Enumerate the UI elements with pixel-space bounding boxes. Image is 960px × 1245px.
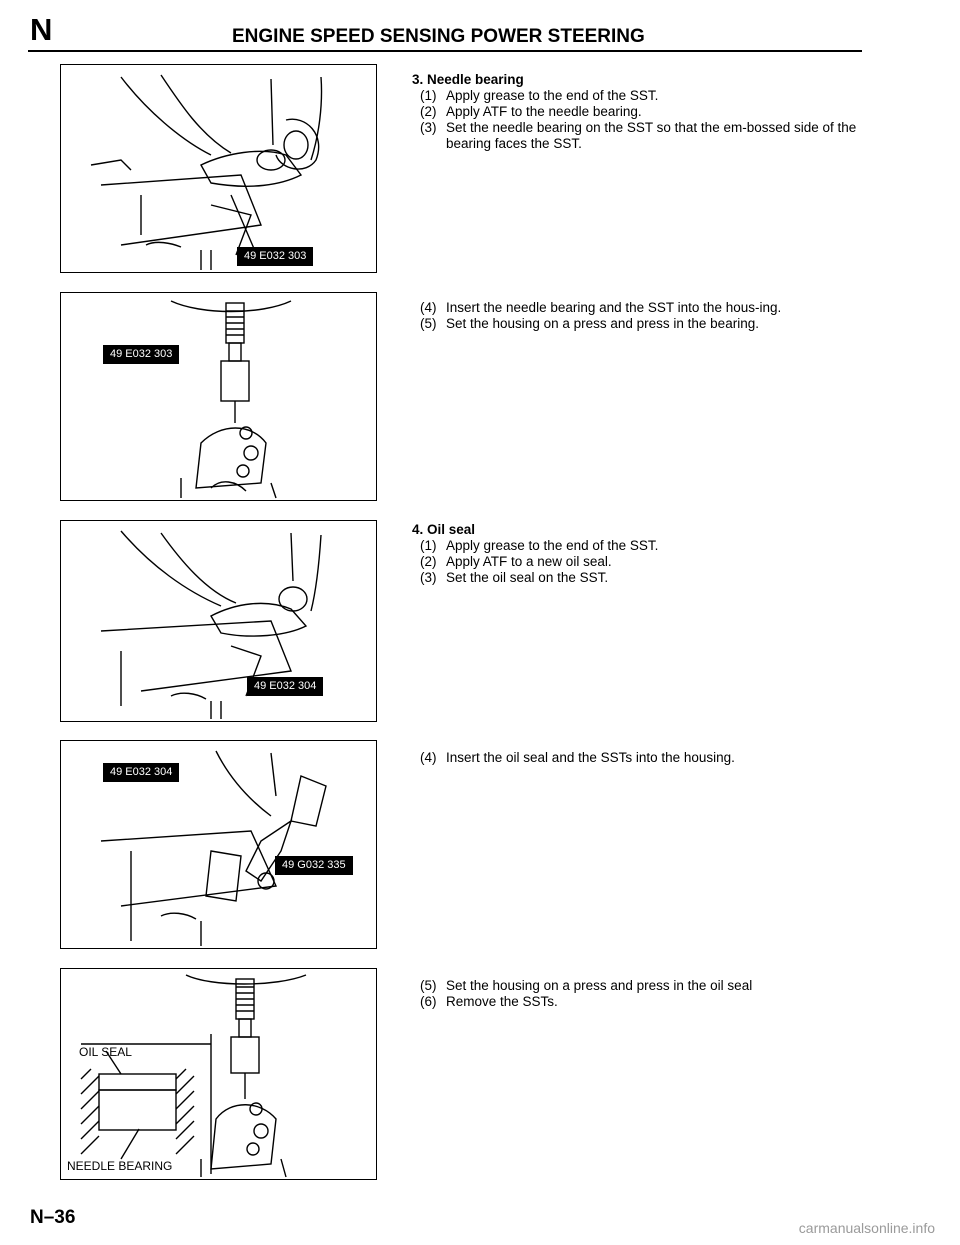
illustration-insert-seal [100, 750, 327, 946]
tool-tag: 49 E032 304 [103, 763, 180, 782]
illustration-press [170, 300, 292, 499]
step-number: (2) [420, 104, 437, 119]
tool-tag: 49 E032 303 [103, 345, 180, 364]
needle-bearing-label: NEEDLE BEARING [67, 1159, 173, 1173]
step-text: Insert the needle bearing and the SST in… [446, 300, 782, 315]
step-number: (3) [420, 120, 437, 135]
watermark: carmanualsonline.info [798, 1220, 935, 1236]
step-item: (1) Apply grease to the end of the SST. [412, 538, 862, 554]
step-text: Apply grease to the end of the SST. [446, 88, 659, 103]
figure-insert-oil-seal: 49 E032 304 49 G032 335 [60, 740, 377, 949]
step-item: (6) Remove the SSTs. [412, 994, 862, 1010]
step-item: (2) Apply ATF to the needle bearing. [412, 104, 862, 120]
step-number: (2) [420, 554, 437, 569]
step-text: Set the needle bearing on the SST so tha… [446, 120, 857, 151]
tool-tag: 49 E032 303 [237, 247, 314, 266]
step-number: (4) [420, 300, 437, 315]
header-rule [28, 50, 862, 52]
figure-press-needle-bearing: 49 E032 303 [60, 292, 377, 501]
step-block-insert-seal: (4) Insert the oil seal and the SSTs into… [412, 750, 862, 766]
tool-tag: 49 G032 335 [275, 856, 353, 875]
step-number: (5) [420, 978, 437, 993]
step-number: (1) [420, 88, 437, 103]
step-item: (4) Insert the needle bearing and the SST… [412, 300, 862, 316]
step-number: (6) [420, 994, 437, 1009]
tool-tag: 49 E032 304 [247, 677, 324, 696]
section-heading: 3. Needle bearing [412, 72, 524, 87]
section-heading: 4. Oil seal [412, 522, 476, 537]
step-number: (5) [420, 316, 437, 331]
step-number: (3) [420, 570, 437, 585]
step-item: (3) Set the oil seal on the SST. [412, 570, 862, 586]
oil-seal-label: OIL SEAL [79, 1045, 132, 1059]
step-block-oil-seal: 4. Oil seal (1) Apply grease to the end o… [412, 522, 862, 586]
step-block-press-bearing: (4) Insert the needle bearing and the SST… [412, 300, 862, 332]
page-number: N–36 [30, 1207, 76, 1228]
step-text: Remove the SSTs. [446, 994, 558, 1009]
step-item: (1) Apply grease to the end of the SST. [412, 88, 862, 104]
illustration-press-seal [80, 974, 307, 1178]
section-letter: N [30, 12, 53, 47]
step-number: (1) [420, 538, 437, 553]
step-item: (5) Set the housing on a press and press … [412, 316, 862, 332]
step-text: Set the housing on a press and press in … [446, 316, 759, 331]
step-number: (4) [420, 750, 437, 765]
step-block-press-seal: (5) Set the housing on a press and press … [412, 978, 862, 1010]
step-text: Apply grease to the end of the SST. [446, 538, 659, 553]
step-text: Set the oil seal on the SST. [446, 570, 609, 585]
step-item: (2) Apply ATF to a new oil seal. [412, 554, 862, 570]
figure-oil-seal-grease: 49 E032 304 [60, 520, 377, 722]
illustration-grease-tool [90, 74, 323, 270]
step-text: Apply ATF to the needle bearing. [446, 104, 642, 119]
step-text: Apply ATF to a new oil seal. [446, 554, 612, 569]
figure-press-oil-seal: OIL SEAL NEEDLE BEARING [60, 968, 377, 1180]
figure-needle-bearing-grease: 49 E032 303 [60, 64, 377, 273]
step-item: (5) Set the housing on a press and press … [412, 978, 862, 994]
page-title: ENGINE SPEED SENSING POWER STEERING [232, 26, 645, 47]
step-text: Set the housing on a press and press in … [446, 978, 753, 993]
illustration-oil-seal-tool [100, 530, 322, 719]
step-item: (4) Insert the oil seal and the SSTs into… [412, 750, 862, 766]
step-block-needle-bearing: 3. Needle bearing (1) Apply grease to the… [412, 72, 862, 152]
step-text: Insert the oil seal and the SSTs into th… [446, 750, 735, 765]
step-item: (3) Set the needle bearing on the SST so … [412, 120, 862, 152]
